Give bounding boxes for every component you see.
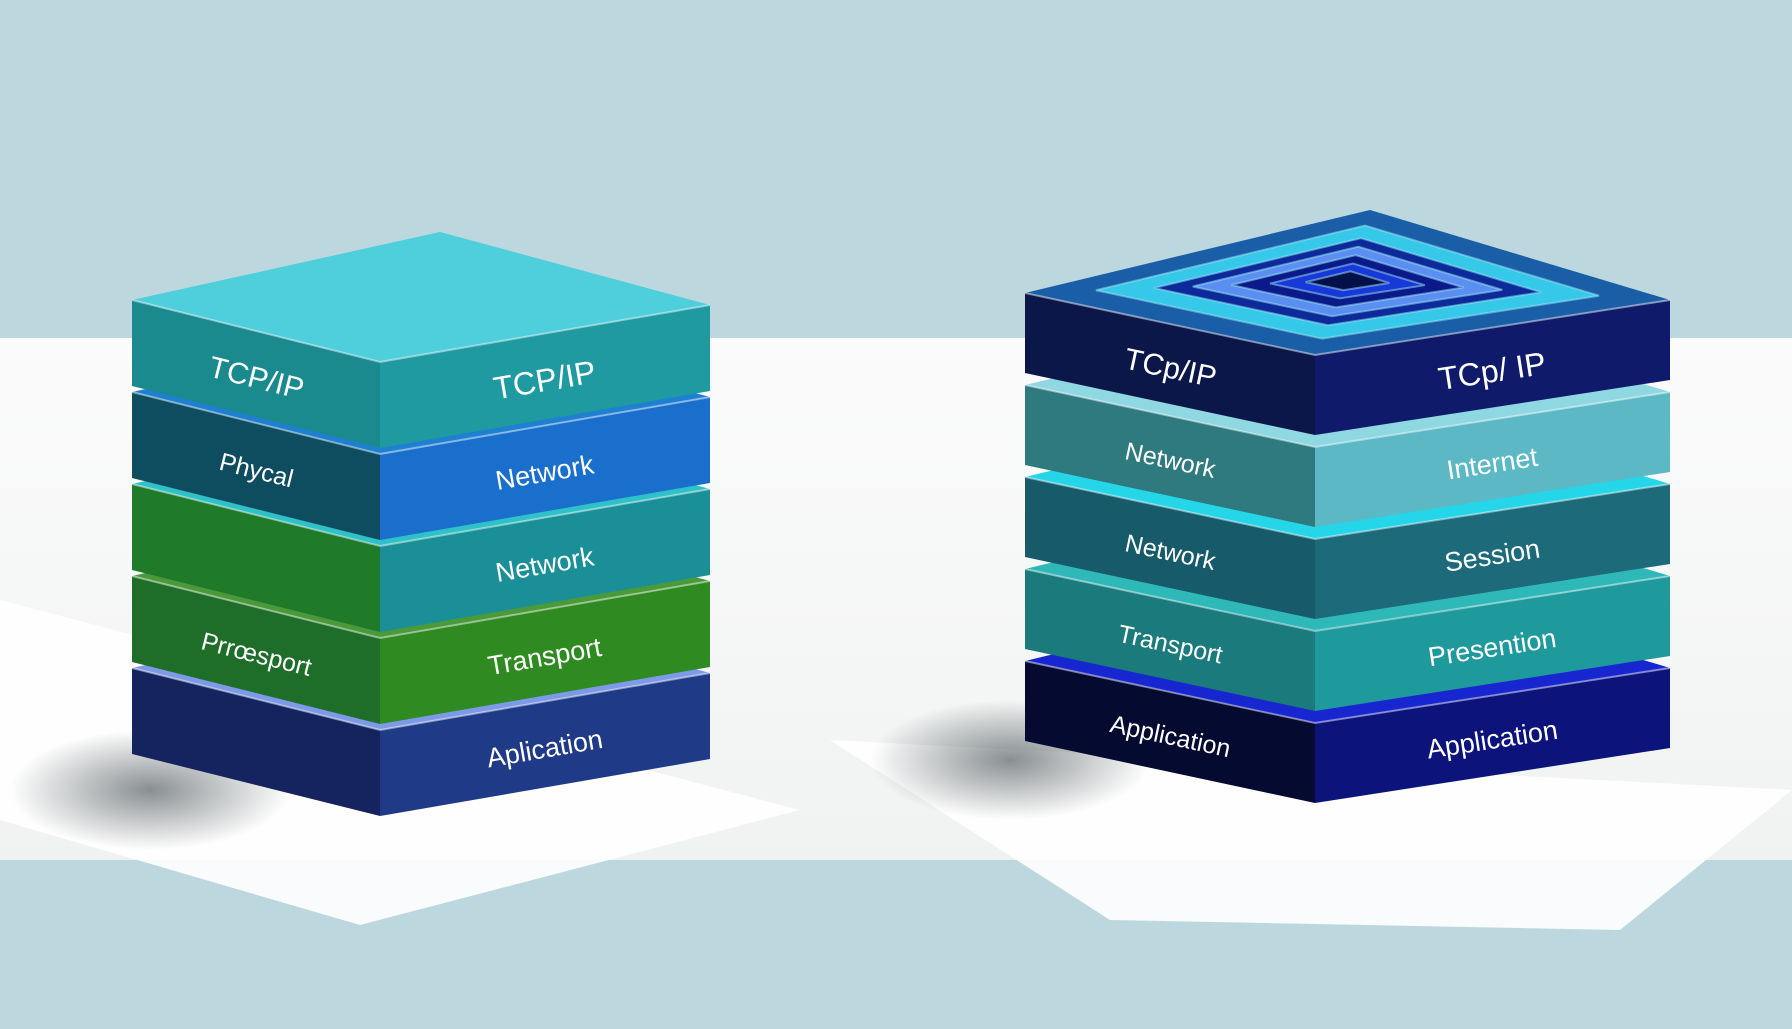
layer-left-face: [132, 576, 380, 724]
layer-edge-highlight: [131, 391, 711, 456]
layer-left-face: [1025, 385, 1315, 527]
layer-right-face: [1315, 484, 1670, 619]
layer-edge-highlight: [1024, 384, 1671, 449]
layer-left-face: [1025, 569, 1315, 711]
layer-left-face: [132, 668, 380, 816]
layer-right-face: [380, 673, 710, 816]
layer-top-face: [132, 232, 710, 362]
layer-edge-highlight: [1024, 660, 1671, 725]
layer-right-face: [380, 489, 710, 632]
layer-left-face: [1025, 293, 1315, 435]
layer-right-face: [380, 305, 710, 448]
layer-right-face: [1315, 300, 1670, 435]
layer-left-face: [1025, 661, 1315, 803]
layer-edge-highlight: [1024, 476, 1671, 541]
layer-edge-highlight: [131, 483, 711, 548]
layer-right-face: [380, 397, 710, 540]
top-square-decoration: [1305, 270, 1390, 292]
layer-left-face: [132, 392, 380, 540]
layer-edge-highlight: [131, 299, 711, 364]
layer-right-face: [380, 581, 710, 724]
layer-left-face: [132, 484, 380, 632]
layer-edge-highlight: [1024, 568, 1671, 633]
layer-edge-highlight: [131, 667, 711, 732]
layer-right-face: [1315, 392, 1670, 527]
layer-left-face: [132, 300, 380, 448]
layer-left-face: [1025, 477, 1315, 619]
layer-right-face: [1315, 668, 1670, 803]
layer-edge-highlight: [131, 575, 711, 640]
layer-right-face: [1315, 576, 1670, 711]
layer-edge-highlight: [1024, 292, 1671, 357]
